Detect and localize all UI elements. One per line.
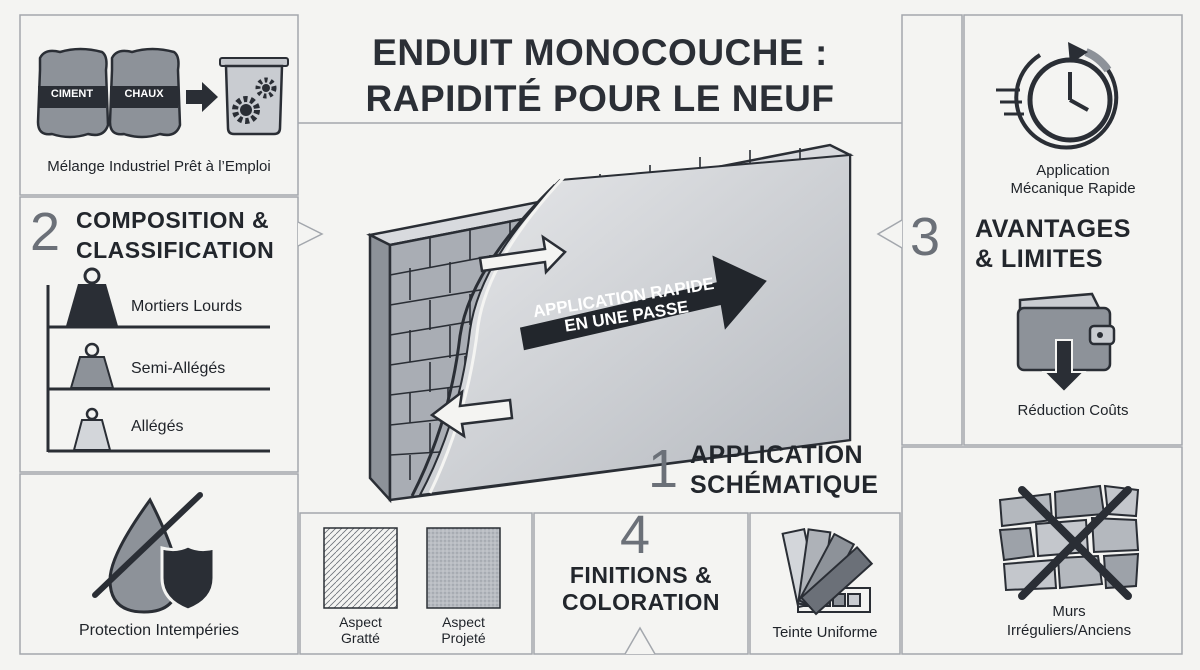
- light-weight-icon: [72, 407, 112, 451]
- medium-weight-icon: [69, 342, 115, 389]
- section-number-4: 4: [620, 505, 651, 565]
- app-caption-line-1: Application: [1036, 162, 1110, 179]
- gratte-swatch: [323, 527, 398, 609]
- water-drop-shield-icon: [92, 492, 216, 614]
- projete-swatch: [426, 527, 501, 609]
- app-caption-line-2: Mécanique Rapide: [1010, 180, 1136, 197]
- finishes-heading: FINITIONS & COLORATION: [538, 562, 744, 616]
- class-heavy-label: Mortiers Lourds: [131, 298, 243, 315]
- cement-bag-label: CIMENT: [50, 88, 94, 100]
- heavy-weight-icon: [66, 267, 118, 326]
- walls-caption-line-2: Irréguliers/Anciens: [1006, 622, 1132, 639]
- section-number-3: 3: [910, 207, 941, 267]
- gratte-caption: Aspect Gratté: [318, 614, 403, 646]
- panel-borders: [19, 14, 1183, 655]
- projete-caption: Aspect Projeté: [421, 614, 506, 646]
- irregular-wall-icon: [998, 484, 1140, 600]
- class-light-label: Allégés: [131, 418, 184, 435]
- advantages-heading-line-1: AVANTAGES: [975, 215, 1131, 243]
- stopwatch-icon: [996, 42, 1119, 150]
- finishes-heading-line-2: COLORATION: [562, 589, 720, 615]
- page-title: ENDUIT MONOCOUCHE : RAPIDITÉ POUR LE NEU…: [330, 30, 870, 122]
- finishes-heading-line-1: FINITIONS &: [569, 562, 713, 588]
- advantages-heading-line-2: & LIMITES: [975, 245, 1104, 273]
- pointer-left: [297, 221, 324, 247]
- arrow-right-icon: [186, 82, 218, 112]
- application-heading: APPLICATION SCHÉMATIQUE: [690, 440, 878, 500]
- lime-bag-icon: [108, 47, 182, 139]
- walls-caption-line-1: Murs: [1052, 603, 1086, 620]
- gratte-caption-line-2: Gratté: [341, 630, 380, 646]
- title-line-1: ENDUIT MONOCOUCHE :: [372, 32, 828, 73]
- projete-caption-line-2: Projeté: [441, 630, 486, 646]
- composition-heading-line-2: CLASSIFICATION: [76, 237, 275, 263]
- pointer-bottom: [624, 626, 656, 655]
- mix-caption: Mélange Industriel Prêt à l’Emploi: [47, 158, 271, 175]
- gratte-caption-line-1: Aspect: [339, 614, 382, 630]
- cement-bag-icon: [36, 47, 110, 139]
- wallet-down-icon: [1016, 292, 1116, 394]
- brick-wall-illustration: [366, 143, 854, 504]
- application-rapide-caption: Application Mécanique Rapide: [968, 162, 1178, 198]
- color-fan-icon: [781, 527, 874, 616]
- advantages-heading: AVANTAGES & LIMITES: [975, 214, 1131, 274]
- class-semi-label: Semi-Allégés: [131, 360, 226, 377]
- pointer-right: [876, 219, 903, 249]
- section-number-2: 2: [30, 202, 61, 262]
- cost-caption: Réduction Coûts: [1017, 402, 1129, 419]
- composition-heading: COMPOSITION & CLASSIFICATION: [76, 205, 274, 265]
- title-line-2: RAPIDITÉ POUR LE NEUF: [365, 78, 835, 119]
- projete-caption-line-1: Aspect: [442, 614, 485, 630]
- composition-heading-line-1: COMPOSITION &: [76, 207, 270, 233]
- teinte-caption: Teinte Uniforme: [772, 624, 878, 641]
- section-number-1: 1: [648, 439, 679, 499]
- mixer-gear-icon: [219, 57, 289, 136]
- lime-bag-label: CHAUX: [124, 88, 164, 100]
- protection-caption: Protection Intempéries: [78, 622, 240, 639]
- application-heading-line-2: SCHÉMATIQUE: [690, 471, 879, 499]
- application-heading-line-1: APPLICATION: [690, 441, 864, 469]
- walls-caption: Murs Irréguliers/Anciens: [964, 602, 1174, 640]
